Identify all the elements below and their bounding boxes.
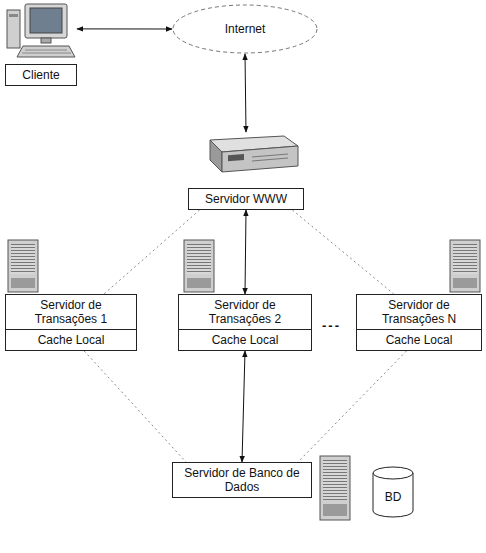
ellipsis-label: --- — [322, 318, 341, 333]
dotted-connector — [84, 351, 186, 462]
node-label: Servidor de Transações 2 — [179, 295, 311, 329]
node-label: Internet — [220, 19, 271, 39]
database-cylinder: BD — [372, 466, 414, 518]
tower-server-icon — [184, 240, 214, 292]
computer-icon — [5, 2, 77, 60]
arrow-connector — [77, 28, 172, 29]
web-server-node: Servidor WWW — [188, 132, 304, 210]
cache-label: Cache Local — [179, 329, 311, 350]
server-box: Servidor de Banco de Dados — [172, 462, 312, 498]
arrow-connector — [242, 351, 245, 462]
node-label: Servidor de Banco de Dados — [173, 463, 311, 497]
tower-server-icon — [320, 456, 350, 520]
arrow-connector — [245, 210, 246, 294]
server-box: Servidor de Transações 2Cache Local — [178, 294, 312, 351]
client-node: Cliente — [5, 2, 77, 86]
node-label: Servidor WWW — [189, 189, 303, 209]
tower-server-icon — [450, 240, 480, 292]
label-box: Cliente — [5, 64, 77, 86]
label-box: Servidor WWW — [188, 188, 304, 210]
node-label: BD — [385, 490, 402, 504]
cache-label: Cache Local — [6, 329, 136, 350]
dotted-connector — [298, 351, 406, 462]
cloud-ellipse: Internet — [172, 4, 318, 54]
node-label: Cliente — [6, 65, 76, 85]
dotted-connector — [104, 210, 200, 294]
rack-server-icon — [188, 132, 304, 180]
cache-label: Cache Local — [357, 329, 481, 350]
server-box: Servidor de Transações NCache Local — [356, 294, 482, 351]
node-label: Servidor de Transações N — [357, 295, 481, 329]
server-box: Servidor de Transações 1Cache Local — [5, 294, 137, 351]
node-label: Servidor de Transações 1 — [6, 295, 136, 329]
dotted-connector — [292, 210, 393, 294]
arrow-connector — [245, 54, 246, 132]
tower-server-icon — [8, 240, 38, 292]
